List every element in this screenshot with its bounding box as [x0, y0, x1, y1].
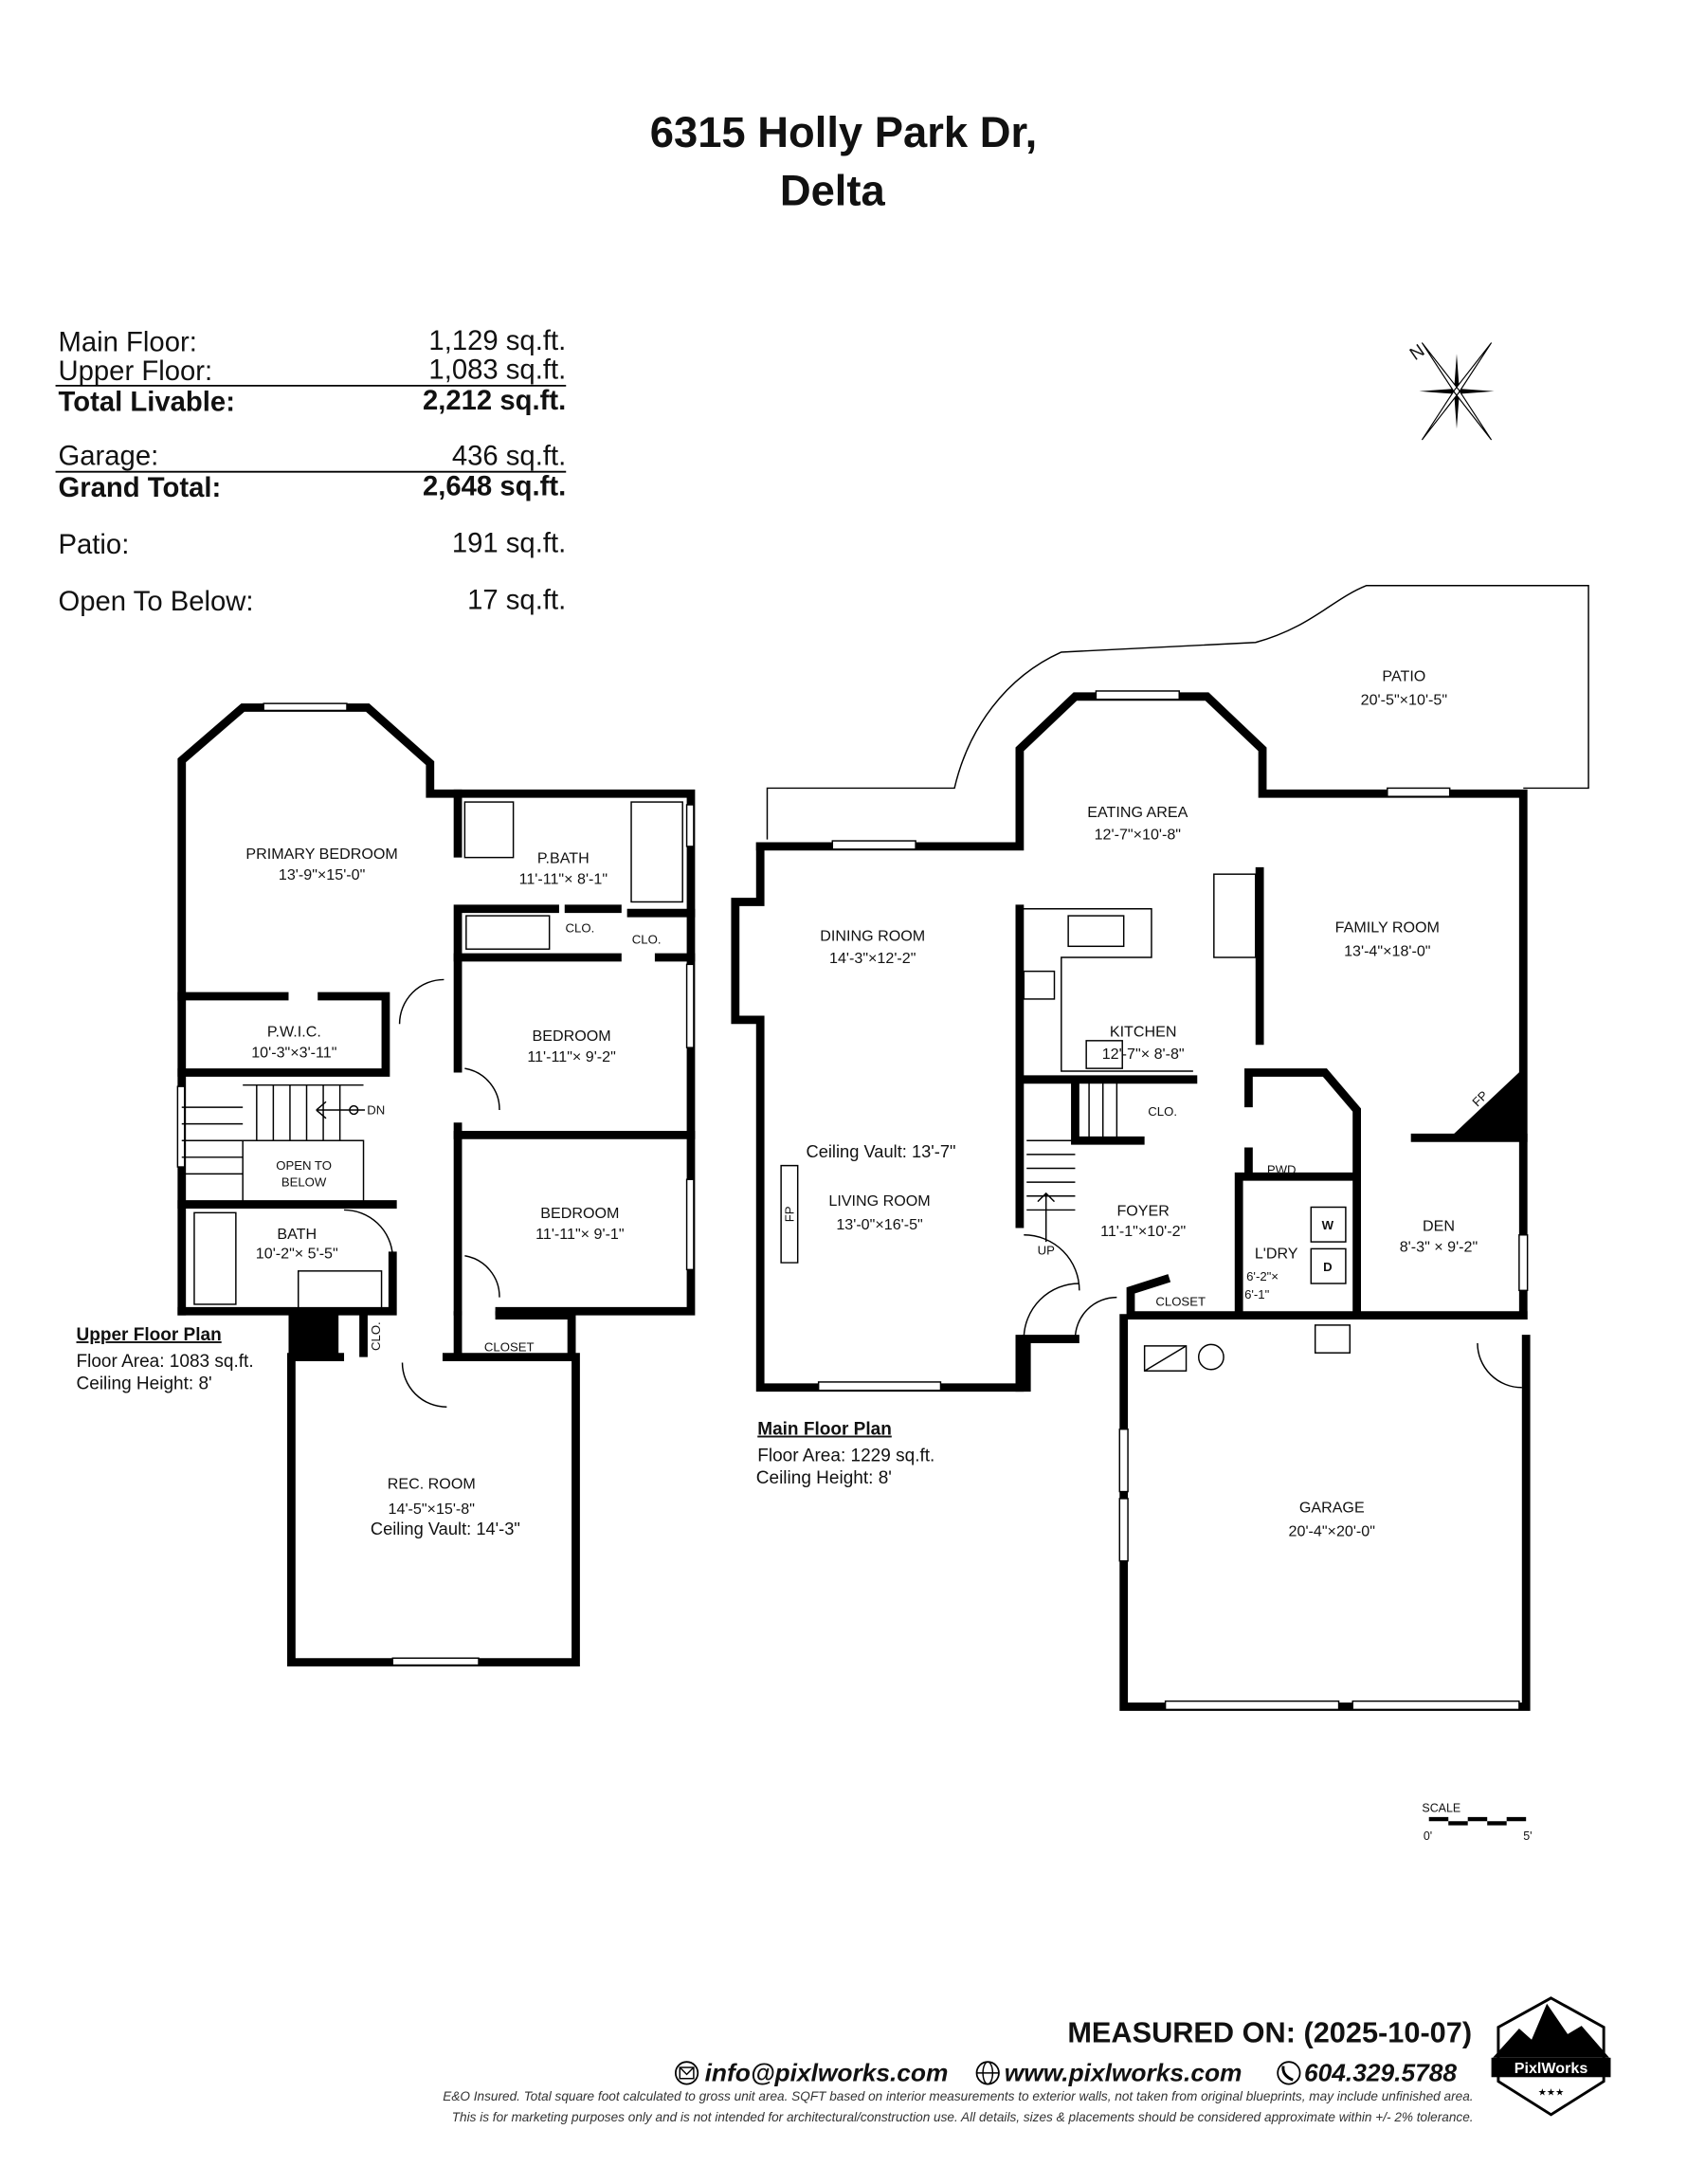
washer-label: W [1322, 1218, 1334, 1232]
room-name: BEDROOM [533, 1028, 611, 1045]
closet-label: CLO. [632, 932, 662, 946]
room-name: FOYER [1116, 1202, 1169, 1219]
room-name: BATH [277, 1226, 317, 1243]
upper-floor-heading: Upper Floor Plan [77, 1325, 222, 1345]
main-floor-plan: PATIO 20'-5"×10'-5" EATING AREA 12'-7"×1… [731, 584, 1589, 1711]
upper-ceiling-height: Ceiling Height: 8' [77, 1374, 212, 1393]
compass-rose-icon: N [1406, 341, 1495, 441]
disclaimer-line: E&O Insured. Total square foot calculate… [443, 2089, 1473, 2103]
room-dims: 14'-3"×12'-2" [829, 950, 916, 967]
room-dims: 11'-1"×10'-2" [1100, 1223, 1186, 1240]
closet-label: CLO. [566, 921, 595, 936]
summary-label: Patio: [58, 530, 129, 560]
room-name: LIVING ROOM [828, 1192, 930, 1210]
email-icon [675, 2061, 699, 2085]
main-floor-area: Floor Area: 1229 sq.ft. [757, 1446, 934, 1465]
room-dims: 6'-2"× [1246, 1269, 1279, 1283]
powder-room-label: PWD. [1267, 1162, 1299, 1176]
summary-value: 17 sq.ft. [467, 586, 566, 616]
stairs-down-label: DN [367, 1102, 385, 1117]
room-dims: 20'-4"×20'-0" [1289, 1522, 1376, 1539]
room-dims: 12'-7"× 8'-8" [1102, 1046, 1185, 1063]
room-name: PATIO [1382, 668, 1425, 685]
dryer-label: D [1323, 1260, 1333, 1274]
fireplace-label: FP [782, 1206, 796, 1222]
main-ceiling-height: Ceiling Height: 8' [756, 1468, 892, 1488]
stairs-up-label: UP [1038, 1243, 1056, 1257]
room-name: GARAGE [1299, 1500, 1365, 1517]
summary-label: Upper Floor: [58, 356, 212, 387]
globe-icon [975, 2061, 1000, 2085]
website-link[interactable]: www.pixlworks.com [1005, 2059, 1243, 2087]
scale-end: 5' [1523, 1829, 1532, 1843]
room-dims: 6'-1" [1244, 1287, 1270, 1301]
room-name: BEDROOM [540, 1205, 619, 1222]
upper-floor-plan: PRIMARY BEDROOM 13'-9"×15'-0" P.BATH 11'… [77, 702, 696, 1667]
open-to-below-label: BELOW [281, 1175, 327, 1190]
logo-text: PixlWorks [1515, 2060, 1588, 2077]
footer: MEASURED ON: (2025-10-07) info@pixlworks… [443, 1996, 1611, 2124]
svg-text:★★★: ★★★ [1538, 2086, 1565, 2098]
summary-value: 436 sq.ft. [452, 441, 566, 471]
measured-on-date: MEASURED ON: (2025-10-07) [1067, 2016, 1472, 2049]
disclaimer-line: This is for marketing purposes only and … [452, 2110, 1474, 2124]
room-name: DEN [1423, 1217, 1455, 1234]
summary-value: 1,083 sq.ft. [428, 355, 566, 386]
room-dims: 8'-3" × 9'-2" [1400, 1238, 1478, 1255]
room-dims: 20'-5"×10'-5" [1361, 692, 1448, 709]
room-dims: 11'-11"× 9'-2" [527, 1048, 616, 1065]
closet-label: CLOSET [1155, 1294, 1206, 1308]
area-summary: Main Floor: 1,129 sq.ft. Upper Floor: 1,… [55, 326, 566, 617]
closet-label: CLO. [369, 1321, 383, 1351]
open-to-below-label: OPEN TO [276, 1158, 332, 1173]
summary-label: Grand Total: [58, 473, 221, 503]
scale-label: SCALE [1422, 1802, 1460, 1815]
main-floor-heading: Main Floor Plan [757, 1420, 892, 1440]
summary-label: Open To Below: [58, 587, 253, 617]
room-dims: 14'-5"×15'-8" [389, 1501, 476, 1518]
room-dims: 13'-0"×16'-5" [836, 1216, 923, 1233]
summary-value: 2,648 sq.ft. [423, 472, 566, 502]
summary-value: 191 sq.ft. [452, 529, 566, 559]
room-ceiling-vault: Ceiling Vault: 14'-3" [371, 1519, 520, 1538]
room-name: L'DRY [1255, 1246, 1298, 1263]
email-link[interactable]: info@pixlworks.com [705, 2059, 949, 2087]
room-dims: 13'-4"×18'-0" [1344, 943, 1431, 960]
phone-icon [1277, 2061, 1301, 2085]
phone-number[interactable]: 604.329.5788 [1304, 2059, 1457, 2087]
room-name: PRIMARY BEDROOM [245, 846, 397, 863]
summary-label: Total Livable: [58, 387, 234, 417]
room-dims: 13'-9"×15'-0" [279, 866, 366, 883]
room-dims: 11'-11"× 8'-1" [519, 870, 608, 887]
room-name: P.BATH [537, 849, 590, 866]
upper-floor-area: Floor Area: 1083 sq.ft. [77, 1352, 254, 1372]
closet-label: CLO. [1148, 1104, 1177, 1119]
room-name: FAMILY ROOM [1335, 919, 1440, 937]
room-name: EATING AREA [1087, 804, 1188, 821]
title-city: Delta [780, 167, 886, 215]
room-dims: 11'-11"× 9'-1" [535, 1226, 625, 1243]
room-name: KITCHEN [1110, 1023, 1177, 1040]
room-dims: 12'-7"×10'-8" [1095, 827, 1182, 844]
closet-label: CLOSET [484, 1340, 535, 1355]
title-address: 6315 Holly Park Dr, [650, 108, 1037, 156]
summary-value: 2,212 sq.ft. [423, 386, 566, 416]
room-name: REC. ROOM [388, 1476, 476, 1493]
room-name: DINING ROOM [820, 927, 925, 944]
room-dims: 10'-2"× 5'-5" [256, 1246, 338, 1263]
room-ceiling-vault: Ceiling Vault: 13'-7" [807, 1141, 956, 1161]
scale-bar: SCALE 0' 5' [1422, 1802, 1532, 1843]
pixlworks-logo: PixlWorks ★★★ [1491, 1996, 1611, 2117]
room-name: P.W.I.C. [267, 1023, 321, 1040]
scale-start: 0' [1424, 1829, 1432, 1843]
room-dims: 10'-3"×3'-11" [251, 1044, 336, 1061]
summary-label: Garage: [58, 441, 158, 471]
summary-value: 1,129 sq.ft. [428, 326, 566, 356]
summary-label: Main Floor: [58, 327, 196, 357]
